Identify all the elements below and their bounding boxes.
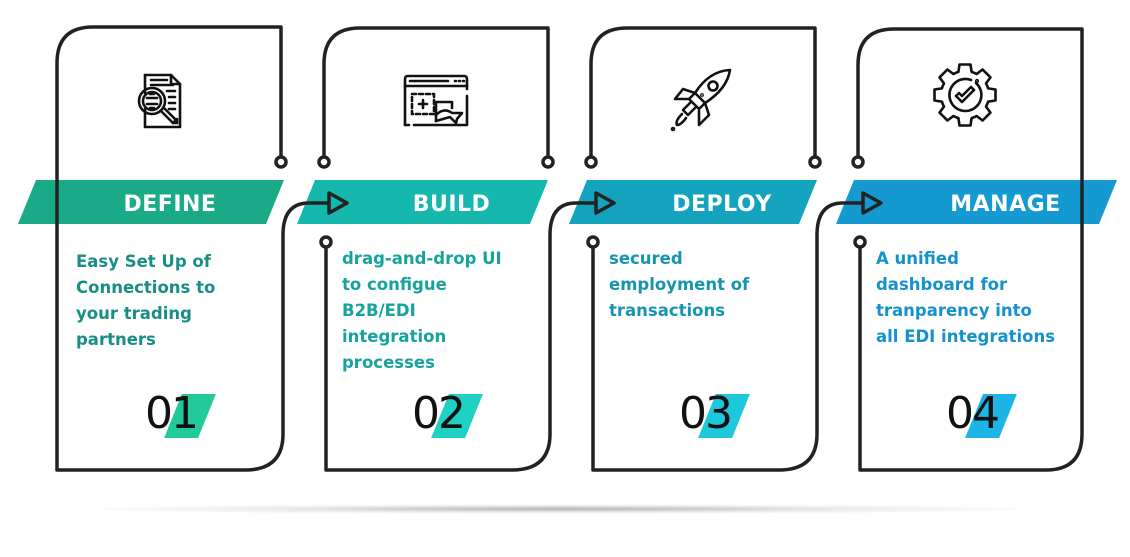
- description-line: processes: [342, 353, 435, 372]
- step-title-define: DEFINE: [124, 192, 217, 217]
- card-outline-lower-2: [324, 201, 598, 472]
- browser-drag-drop-icon: [403, 74, 469, 127]
- description-line: A unified: [876, 249, 959, 268]
- step-title-deploy: DEPLOY: [672, 192, 772, 217]
- gear-check-icon: [933, 63, 997, 127]
- description-line: integration: [342, 327, 447, 346]
- description-line: tranparency into: [876, 301, 1032, 320]
- band-define: [18, 180, 284, 224]
- card-outline-3: [589, 26, 817, 159]
- arrow-icon: [594, 191, 616, 215]
- step-number: 02: [412, 388, 466, 439]
- card-outline-2: [322, 26, 550, 159]
- step-description-manage: A unified dashboard for tranparency into al…: [876, 246, 1091, 350]
- card-outline-4: [856, 27, 1084, 472]
- description-line: dashboard for: [876, 275, 1008, 294]
- description-line: drag-and-drop UI: [342, 249, 502, 268]
- connector-node: [586, 235, 600, 249]
- step-title-manage: MANAGE: [950, 192, 1060, 217]
- description-line: employment of: [609, 275, 750, 294]
- step-description-define: Easy Set Up of Connections to your trading…: [76, 249, 286, 353]
- connector-node: [853, 235, 867, 249]
- step-number: 01: [145, 388, 199, 439]
- document-search-icon: [137, 73, 182, 129]
- description-line: transactions: [609, 301, 726, 320]
- description-line: B2B/EDI: [342, 301, 416, 320]
- step-title-build: BUILD: [413, 192, 491, 217]
- band-manage: [836, 180, 1117, 224]
- description-line: your trading: [76, 304, 192, 323]
- step-number: 04: [946, 388, 1000, 439]
- connector-node: [584, 155, 598, 169]
- description-line: to configue: [342, 275, 447, 294]
- floor-shadow: [100, 504, 1020, 514]
- arrow-icon: [327, 191, 349, 215]
- description-line: Connections to: [76, 278, 216, 297]
- card-outline-lower-3: [591, 201, 865, 472]
- arrow-icon: [861, 191, 883, 215]
- step-description-deploy: secured employment of transactions: [609, 246, 819, 324]
- connector-node: [274, 155, 288, 169]
- connector-node: [851, 155, 865, 169]
- connector-node: [541, 155, 555, 169]
- step-number: 03: [679, 388, 733, 439]
- description-line: secured: [609, 249, 683, 268]
- connector-node: [317, 155, 331, 169]
- description-line: partners: [76, 330, 156, 349]
- connector-node: [808, 155, 822, 169]
- band-deploy: [569, 180, 817, 224]
- description-line: Easy Set Up of: [76, 252, 211, 271]
- band-build: [297, 180, 548, 224]
- rocket-icon: [670, 68, 732, 132]
- card-outline-1: [55, 25, 331, 472]
- description-line: all EDI integrations: [876, 327, 1056, 346]
- connector-node: [319, 235, 333, 249]
